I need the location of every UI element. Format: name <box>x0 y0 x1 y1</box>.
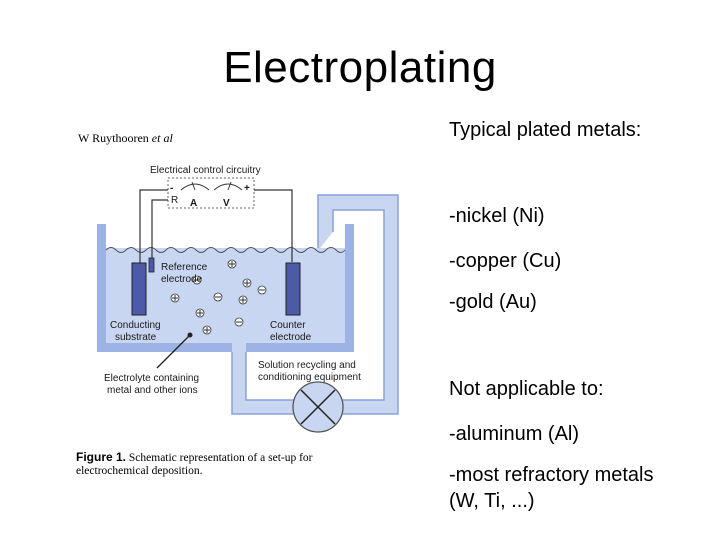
label-recycling-1: Solution recycling and <box>258 360 356 371</box>
label-electrolyte-2: metal and other ions <box>107 385 198 396</box>
plated-item-gold: -gold (Au) <box>449 291 537 313</box>
conducting-substrate <box>131 262 147 316</box>
label-plus: + <box>244 183 250 194</box>
plated-item-nickel: -nickel (Ni) <box>449 205 545 227</box>
reference-electrode <box>148 257 155 273</box>
pipe-outlet <box>232 340 246 352</box>
plated-heading: Typical plated metals: <box>449 119 642 141</box>
voltmeter-dial <box>213 183 243 191</box>
label-minus: - <box>170 183 173 194</box>
ammeter-dial <box>180 183 210 191</box>
electrolyte-pointer <box>156 334 191 369</box>
wire-left <box>139 189 168 265</box>
control-box <box>167 177 255 209</box>
plated-item-copper: -copper (Cu) <box>449 250 562 272</box>
label-conducting-2: substrate <box>115 332 157 343</box>
label-voltmeter: V <box>223 198 230 209</box>
wire-right <box>254 189 293 262</box>
figure-author: W Ruythooren et al <box>78 131 173 145</box>
label-counter-1: Counter <box>270 320 306 331</box>
label-ammeter: A <box>190 198 197 209</box>
label-reference-1: Reference <box>161 262 208 273</box>
slide-title: Electroplating <box>223 43 497 92</box>
not-applicable-heading: Not applicable to: <box>449 378 604 400</box>
wire-ref <box>151 199 168 262</box>
exception-item-refractory: -most refractory metals <box>449 464 654 486</box>
electrolyte-surface <box>105 247 346 253</box>
label-conducting-1: Conducting <box>110 320 161 331</box>
label-reference-2: electrode <box>161 274 203 285</box>
label-ref-small: R <box>171 195 178 206</box>
tank-wall-right <box>345 224 354 352</box>
tank-wall-left <box>97 224 106 352</box>
label-control: Electrical control circuitry <box>150 165 261 176</box>
exception-item-refractory-examples: (W, Ti, ...) <box>449 490 535 512</box>
label-counter-2: electrode <box>270 332 312 343</box>
label-recycling-2: conditioning equipment <box>258 372 361 383</box>
counter-electrode <box>285 262 301 316</box>
label-electrolyte-1: Electrolyte containing <box>104 373 199 384</box>
figure-caption: Figure 1. Schematic representation of a … <box>76 450 313 478</box>
tank-floor <box>97 343 354 352</box>
exception-item-aluminum: -aluminum (Al) <box>449 423 580 445</box>
ion-signs <box>172 261 265 333</box>
